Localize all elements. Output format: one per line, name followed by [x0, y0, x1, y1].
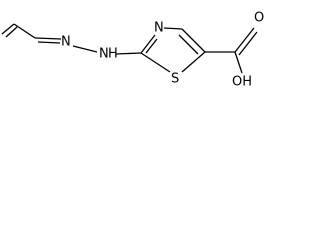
atom-oh: OH [232, 75, 252, 90]
bond-allyl-2 [13, 23, 36, 39]
bond-ring-2 [163, 27, 183, 30]
bond-nh-ring [115, 52, 142, 55]
bond-ring-3 [181, 28, 206, 53]
bond-ring-1b [145, 38, 158, 54]
bond-n-n [72, 45, 98, 53]
bond-ring-4 [181, 51, 206, 73]
structure-canvas: N N H N S O OH [0, 0, 279, 91]
chemical-structure: N N H N S O OH [1, 11, 264, 90]
atom-n-ring: N [154, 21, 164, 36]
atom-h-hydrazone: H [108, 47, 118, 62]
bond-ring-1 [140, 34, 156, 54]
bond-c-n-1 [34, 37, 62, 40]
bond-c-n-1b [37, 41, 61, 44]
atom-s-ring: S [171, 72, 179, 87]
bond-ring-3b [178, 34, 199, 55]
atom-n-hydrazone-2: N [99, 47, 109, 62]
bond-ring-5 [140, 52, 171, 73]
bond-allyl-1 [1, 23, 15, 35]
atom-o-carbonyl: O [254, 11, 264, 26]
bond-allyl-1b [5, 26, 18, 38]
bond-c-oh [234, 51, 243, 74]
bond-c-o-double-b [238, 31, 258, 56]
atom-n-hydrazone-1: N [61, 35, 71, 50]
bond-c-o-double [234, 27, 255, 53]
